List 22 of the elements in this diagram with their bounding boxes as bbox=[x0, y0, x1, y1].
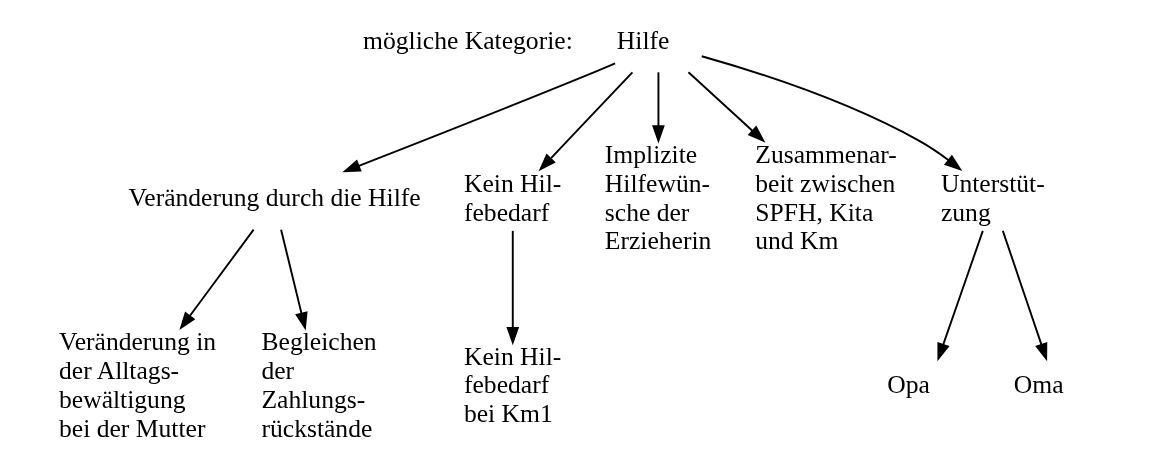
arrow bbox=[506, 229, 520, 346]
arrow bbox=[179, 228, 255, 331]
node-text: Kein Hil- febedarf bei Km1 bbox=[463, 341, 562, 429]
arrow bbox=[652, 71, 665, 144]
arrow bbox=[700, 55, 963, 171]
node-text: Veränderung durch die Hilfe bbox=[128, 183, 421, 213]
node-text: Zusammenar- beit zwischen SPFH, Kita und Km bbox=[755, 139, 897, 256]
label: mögliche Kategorie: bbox=[363, 26, 573, 56]
node-text: Begleichen der Zahlungs- rückstände bbox=[261, 327, 377, 443]
node-text: Implizite Hilfewün- sche der Erzieherin bbox=[604, 139, 712, 256]
node-text: Veränderung in der Alltags- bewältigung bei der Mutter bbox=[59, 327, 217, 443]
node-text: Hilfe bbox=[616, 26, 670, 56]
node-text: Oma bbox=[1013, 370, 1064, 400]
arrow bbox=[687, 71, 766, 143]
arrow bbox=[1001, 229, 1048, 362]
arrow bbox=[538, 71, 634, 172]
arrow bbox=[280, 228, 308, 331]
arrow bbox=[937, 229, 984, 362]
node-text: Unterstüt- zung bbox=[940, 168, 1045, 227]
arrow bbox=[342, 62, 617, 173]
node-text: Opa bbox=[887, 370, 930, 400]
node-text: Kein Hil- febedarf bbox=[463, 168, 562, 227]
